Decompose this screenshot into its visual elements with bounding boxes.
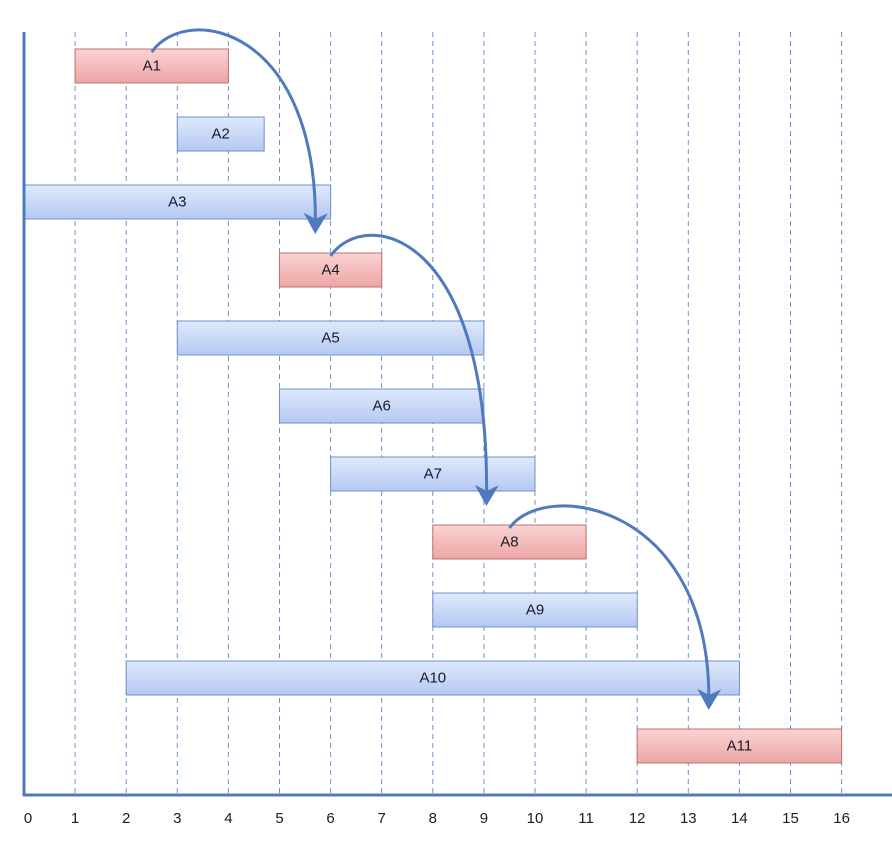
bar-a7: A7 [330, 456, 536, 492]
bar-rect-a6 [279, 388, 485, 424]
bar-a3: A3 [23, 184, 332, 220]
bar-label-a8: A8 [500, 534, 518, 551]
arrow-a8-to-a11 [508, 504, 722, 710]
bar-label-a2: A2 [212, 126, 230, 143]
tick-label-14: 14 [731, 810, 748, 827]
tick-label-2: 2 [122, 810, 130, 827]
tick-label-5: 5 [275, 810, 283, 827]
tick-label-7: 7 [378, 810, 386, 827]
tick-label-3: 3 [173, 810, 181, 827]
bar-label-a9: A9 [526, 602, 544, 619]
bar-a9: A9 [432, 592, 638, 628]
tick-label-4: 4 [224, 810, 232, 827]
bar-a2: A2 [176, 116, 265, 152]
bar-label-a1: A1 [143, 58, 161, 75]
bar-a4: A4 [279, 252, 383, 288]
bar-label-a11: A11 [727, 738, 753, 755]
dependency-arrows [150, 28, 722, 710]
bar-rect-a2 [176, 116, 265, 152]
bar-rect-a7 [330, 456, 536, 492]
bar-rect-a5 [176, 320, 485, 356]
bar-label-a7: A7 [424, 466, 442, 483]
bar-rect-a8 [432, 524, 587, 560]
tick-label-10: 10 [527, 810, 544, 827]
bar-label-a10: A10 [419, 670, 446, 687]
bar-label-a4: A4 [321, 262, 339, 279]
tick-label-0: 0 [24, 810, 32, 827]
axes [22, 32, 892, 797]
bar-rect-a11 [636, 728, 843, 764]
tick-label-15: 15 [782, 810, 799, 827]
bar-label-a6: A6 [373, 398, 391, 415]
tick-label-9: 9 [480, 810, 488, 827]
bar-rect-a9 [432, 592, 638, 628]
tick-label-6: 6 [326, 810, 334, 827]
bar-a6: A6 [279, 388, 485, 424]
tick-label-12: 12 [629, 810, 646, 827]
bar-label-a3: A3 [168, 194, 186, 211]
bar-a11: A11 [636, 728, 843, 764]
bar-rect-a1 [74, 48, 229, 84]
bar-rect-a10 [125, 660, 740, 696]
bar-a8: A8 [432, 524, 587, 560]
tick-label-8: 8 [429, 810, 437, 827]
tick-label-11: 11 [578, 810, 594, 827]
arrow-a4-to-a8 [329, 233, 499, 506]
tick-label-1: 1 [71, 810, 79, 827]
bar-a1: A1 [74, 48, 229, 84]
bar-rect-a4 [279, 252, 383, 288]
bar-label-a5: A5 [321, 330, 339, 347]
bar-a10: A10 [125, 660, 740, 696]
arrow-a1-to-a4 [150, 28, 328, 234]
bar-rect-a3 [23, 184, 332, 220]
bar-a5: A5 [176, 320, 485, 356]
tick-label-16: 16 [833, 810, 850, 827]
tick-label-13: 13 [680, 810, 697, 827]
